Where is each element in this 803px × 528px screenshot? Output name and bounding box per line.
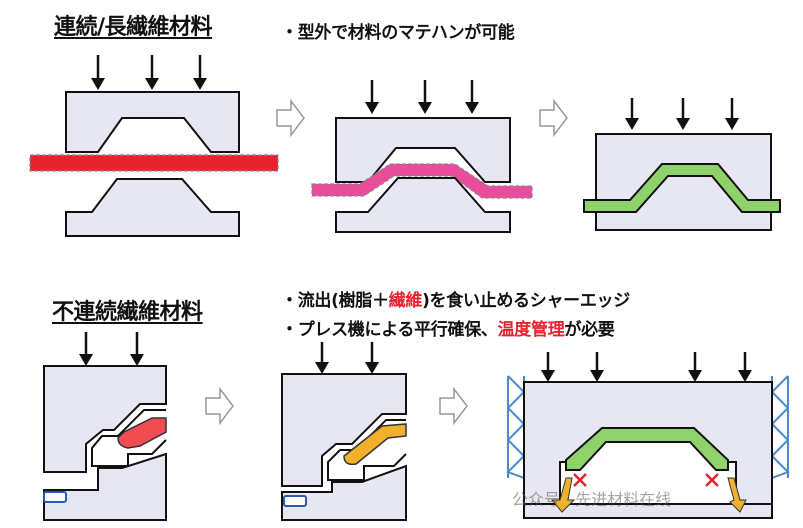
red-charge [117, 417, 167, 449]
arrow-right-icon [439, 386, 468, 426]
lower-mold [335, 177, 511, 233]
x-mark-icon [705, 473, 719, 487]
top-stage-1 [29, 55, 279, 237]
blue-seal [283, 495, 307, 507]
x-mark-icon [573, 473, 587, 487]
watermark: 公众号 · 先进材料在线 [512, 490, 672, 509]
pink-fiber-sheet [311, 163, 533, 199]
blue-seal [43, 491, 67, 503]
press-arrows-bottom-1 [79, 332, 144, 366]
highlight-fiber: 繊維 [388, 291, 423, 311]
title-continuous: 連続/長繊維材料 [54, 15, 213, 40]
orange-flash-right [727, 477, 747, 513]
closed-mold [595, 133, 772, 231]
upper-mold [281, 373, 407, 487]
upper-mold [43, 365, 167, 473]
orange-flash-left [550, 477, 576, 513]
note-shear-edge: ・流出(樹脂＋繊維)を食い止めるシャーエッジ [281, 291, 630, 311]
note-material-handling: ・型外で材料のマテハンが可能 [281, 23, 515, 43]
bottom-stage-1 [43, 332, 167, 521]
highlight-temperature: 温度管理 [497, 320, 565, 340]
arrow-right-icon [205, 386, 234, 426]
lower-mold [43, 452, 167, 521]
left-support-truss [506, 375, 526, 479]
upper-mold [335, 117, 511, 183]
press-arrows-top-2 [365, 80, 479, 114]
press-arrows-bottom-2 [315, 342, 379, 374]
title-discontinuous: 不連続繊維材料 [52, 300, 203, 325]
lower-mold [65, 178, 240, 237]
upper-mold [65, 91, 240, 153]
bottom-stage-3 [506, 352, 790, 519]
press-arrows-top-1 [91, 55, 207, 90]
note-press-parallel: ・プレス機による平行確保、温度管理が必要 [281, 320, 615, 340]
green-formed-part [565, 427, 729, 471]
top-stage-3 [583, 98, 781, 231]
bottom-stage-2 [281, 342, 407, 521]
arrow-right-icon [539, 98, 568, 138]
top-stage-2 [311, 80, 533, 233]
lower-mold-base [523, 503, 773, 519]
green-formed-part [583, 163, 781, 213]
red-fiber-sheet [29, 154, 279, 172]
orange-charge [343, 423, 407, 466]
press-arrows-top-3 [625, 98, 739, 130]
press-arrows-bottom-3 [541, 352, 752, 382]
arrow-right-icon [276, 98, 305, 138]
right-support-truss [770, 375, 790, 479]
lower-mold [281, 464, 407, 521]
